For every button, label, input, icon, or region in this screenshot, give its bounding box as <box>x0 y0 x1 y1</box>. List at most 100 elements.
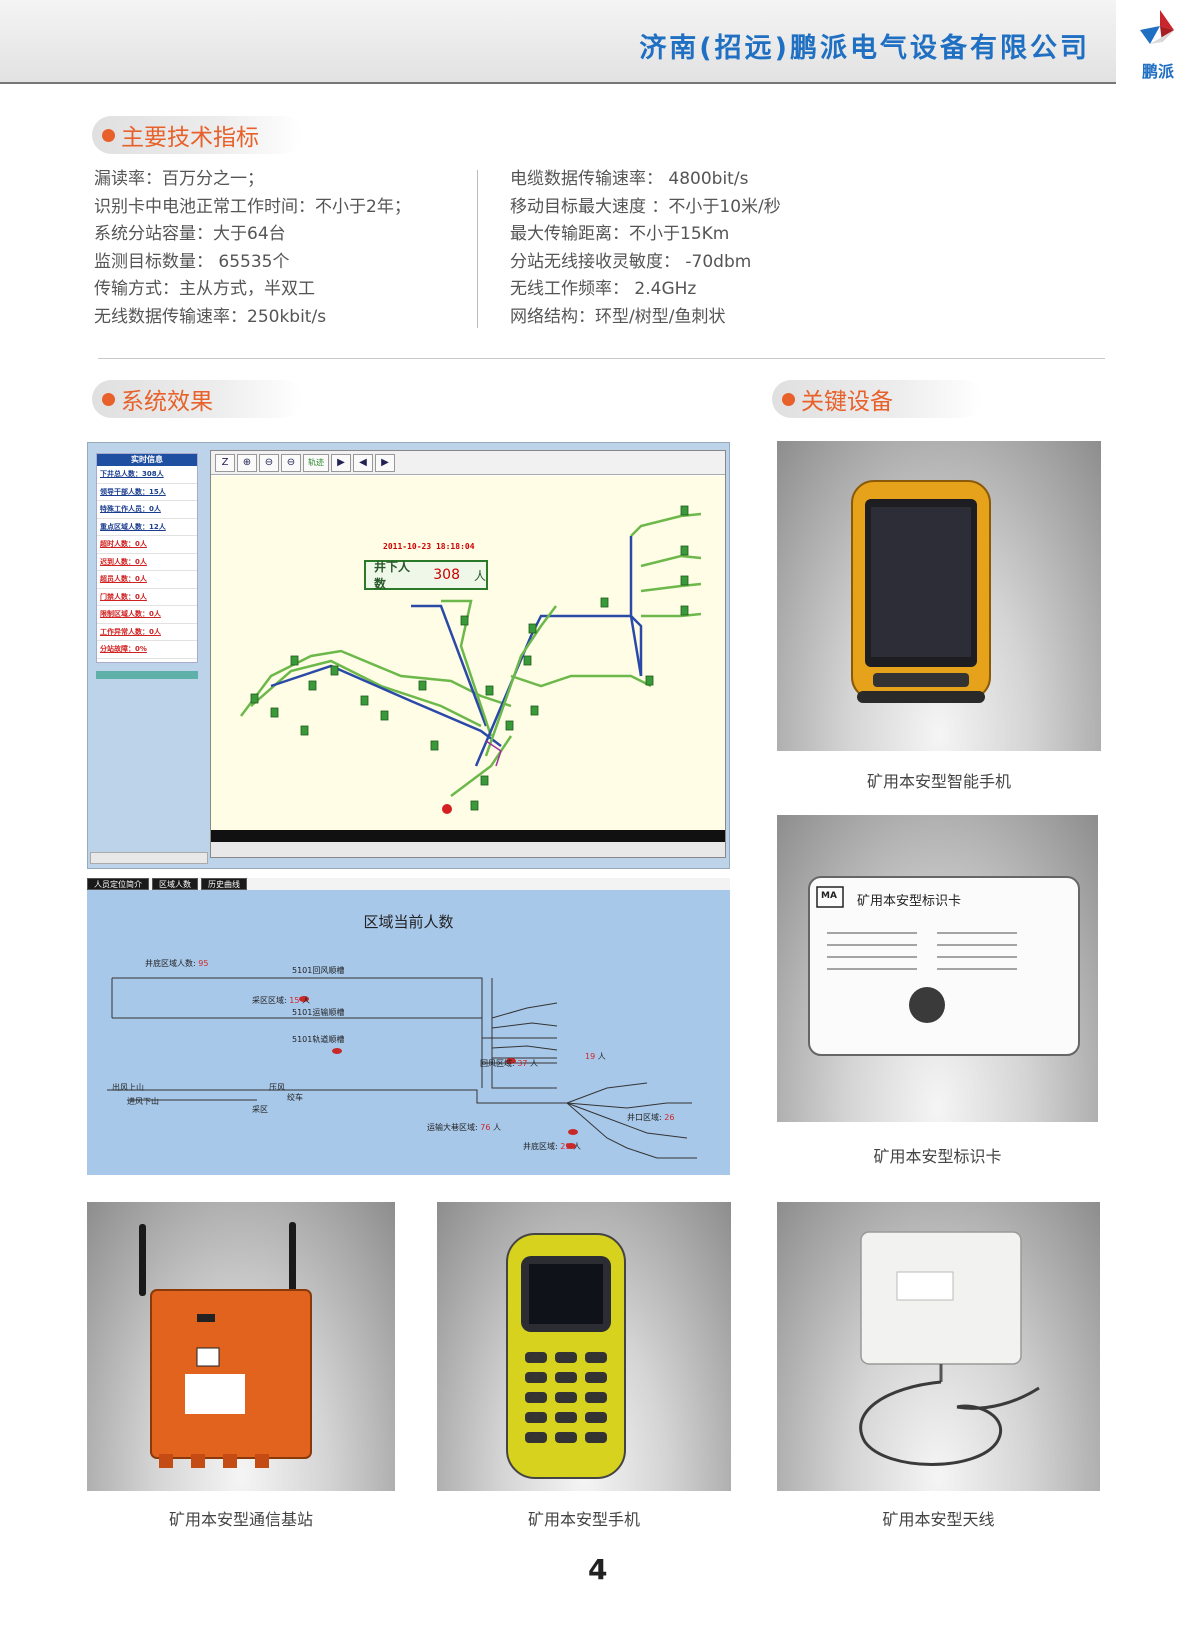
bullet-dot-icon <box>102 392 115 406</box>
id-card-photo: MA 矿用本安型标识卡 <box>777 815 1098 1122</box>
column-divider <box>477 170 478 328</box>
area-label: 5101回风顺槽 <box>292 966 345 975</box>
zoom-in-button[interactable]: ⊕ <box>237 453 257 472</box>
spec-line: 移动目标最大速度 ：不小于10米/秒 <box>510 196 781 217</box>
handset-photo <box>437 1202 731 1491</box>
area-count-screenshot: 人员定位简介 区域人数 历史曲线 区域当前人数 <box>87 878 730 1175</box>
area-label: 回风区域: 37 人 <box>480 1059 538 1068</box>
side-scrollbar[interactable] <box>90 852 208 864</box>
area-label: 进风下山 <box>127 1097 159 1106</box>
area-diagram <box>107 977 697 1159</box>
mine-map[interactable]: 2011-10-23 18:18:04 井下人数 308 人 <box>211 476 725 830</box>
info-link[interactable]: 下井总人数：308人 <box>97 466 197 484</box>
area-label: 5101运输顺槽 <box>292 1008 345 1017</box>
antenna-icon <box>859 1231 1040 1466</box>
device-caption: 矿用本安型通信基站 <box>168 1510 313 1529</box>
spec-line: 监测目标数量： 65535个 <box>94 251 290 272</box>
area-tabs: 人员定位简介 区域人数 历史曲线 <box>87 878 730 890</box>
play-button[interactable]: ▶ <box>331 453 351 472</box>
info-link[interactable]: 限制区域人数：0人 <box>97 606 197 624</box>
card-title: 矿用本安型标识卡 <box>857 894 962 909</box>
tab-intro[interactable]: 人员定位简介 <box>87 878 149 890</box>
monitoring-screenshot: 实时信息 下井总人数：308人 领导干部人数：15人 特殊工作人员：0人 重点区… <box>87 442 730 869</box>
specs-left-column: 漏读率：百万分之一； 识别卡中电池正常工作时间：不小于2年； 系统分站容量：大于… <box>94 164 411 329</box>
spec-line: 识别卡中电池正常工作时间：不小于2年； <box>94 196 411 217</box>
card-mark: MA <box>821 891 837 901</box>
info-link[interactable]: 迟到人数：0人 <box>97 554 197 571</box>
area-label: 运输大巷区域: 76 人 <box>427 1123 501 1132</box>
count-unit: 人 <box>473 568 486 583</box>
zoom-out-button[interactable]: ⊖ <box>259 453 279 472</box>
id-card-icon <box>808 876 1080 1056</box>
info-link[interactable]: 特殊工作人员：0人 <box>97 501 197 519</box>
page-number: 4 <box>588 1553 608 1586</box>
spec-line: 电缆数据传输速率： 4800bit/s <box>510 169 749 189</box>
area-label: 绞车 <box>287 1093 303 1102</box>
info-link[interactable]: 超员人数：0人 <box>97 571 197 589</box>
count-value: 308 <box>433 567 460 583</box>
bullet-dot-icon <box>782 392 795 406</box>
count-label: 井下人数 <box>374 560 411 591</box>
spec-line: 网络结构：环型/树型/鱼刺状 <box>510 306 726 327</box>
tab-history[interactable]: 历史曲线 <box>201 878 247 890</box>
device-caption: 矿用本安型标识卡 <box>873 1147 1002 1166</box>
spec-line: 无线工作频率： 2.4GHz <box>510 279 697 299</box>
map-scrollbar[interactable] <box>211 842 725 857</box>
realtime-info-panel: 实时信息 下井总人数：308人 领导干部人数：15人 特殊工作人员：0人 重点区… <box>96 453 198 663</box>
realtime-info-header: 实时信息 <box>97 454 197 466</box>
logo-text: 鹏派 <box>1141 62 1174 81</box>
effect-section-title: 系统效果 <box>92 380 302 418</box>
device-caption: 矿用本安型手机 <box>527 1510 640 1529</box>
spec-line: 传输方式：主从方式，半双工 <box>94 279 315 299</box>
track-button[interactable]: 轨迹 <box>303 453 329 472</box>
underground-count-box: 井下人数 308 人 <box>364 560 488 591</box>
spec-line: 漏读率：百万分之一； <box>94 169 264 189</box>
area-label: 井底区域人数: 95 <box>145 959 209 968</box>
device-caption: 矿用本安型天线 <box>882 1510 995 1529</box>
device-caption: 矿用本安型智能手机 <box>866 772 1011 791</box>
info-link[interactable]: 工作异常人数：0人 <box>97 624 197 641</box>
spec-line: 无线数据传输速率：250kbit/s <box>94 306 327 327</box>
header-bar: 济南(招远)鹏派电气设备有限公司 <box>0 0 1116 84</box>
bullet-dot-icon <box>102 128 115 142</box>
company-logo: 鹏派 <box>1116 0 1200 84</box>
info-link[interactable]: 领导干部人数：15人 <box>97 484 197 501</box>
devices-section-title: 关键设备 <box>772 380 982 418</box>
area-count-title: 区域当前人数 <box>363 913 454 931</box>
info-link[interactable]: 重点区域人数：12人 <box>97 519 197 536</box>
specs-section-title: 主要技术指标 <box>92 116 302 154</box>
info-link[interactable]: 门禁人数：0人 <box>97 589 197 606</box>
prev-button[interactable]: ◀ <box>353 453 373 472</box>
area-label: 采区 <box>252 1105 268 1114</box>
map-toolbar: Z ⊕ ⊖ ⊖ 轨迹 ▶ ◀ ▶ <box>211 451 725 475</box>
logo-icon <box>1140 10 1174 44</box>
zoom-reset-button[interactable]: Z <box>215 453 235 472</box>
side-strip <box>96 671 198 679</box>
area-label: 井口区域: 26 <box>627 1113 675 1122</box>
area-label: 井底区域: 29 人 <box>523 1142 581 1151</box>
map-status-bar <box>211 830 725 842</box>
area-label: 压风 <box>269 1083 285 1092</box>
area-label: 5101轨道顺槽 <box>292 1035 345 1044</box>
spec-line: 分站无线接收灵敏度： -70dbm <box>510 251 752 272</box>
spec-line: 最大传输距离：不小于15Km <box>510 224 730 244</box>
next-button[interactable]: ▶ <box>375 453 395 472</box>
smartphone-icon <box>851 480 991 703</box>
map-window: Z ⊕ ⊖ ⊖ 轨迹 ▶ ◀ ▶ <box>210 450 726 858</box>
smartphone-photo <box>777 441 1101 751</box>
section-divider <box>98 358 1105 359</box>
tab-area-count[interactable]: 区域人数 <box>152 878 198 890</box>
info-link[interactable]: 超时人数：0人 <box>97 536 197 554</box>
info-link[interactable]: 分站故障：0% <box>97 641 197 659</box>
zoom-out-alt-button[interactable]: ⊖ <box>281 453 301 472</box>
area-label: 出风上山 <box>112 1083 144 1092</box>
base-station-icon <box>139 1222 312 1468</box>
area-label: 19 人 <box>585 1052 606 1061</box>
map-datetime: 2011-10-23 18:18:04 <box>383 542 475 551</box>
handset-icon <box>506 1233 626 1479</box>
spec-line: 系统分站容量：大于64台 <box>94 224 286 244</box>
company-name: 济南(招远)鹏派电气设备有限公司 <box>639 33 1090 64</box>
area-label: 采区区域: 15 人 <box>252 996 310 1005</box>
mine-map-drawing <box>240 505 702 814</box>
specs-right-column: 电缆数据传输速率： 4800bit/s 移动目标最大速度 ：不小于10米/秒 最… <box>510 164 781 329</box>
